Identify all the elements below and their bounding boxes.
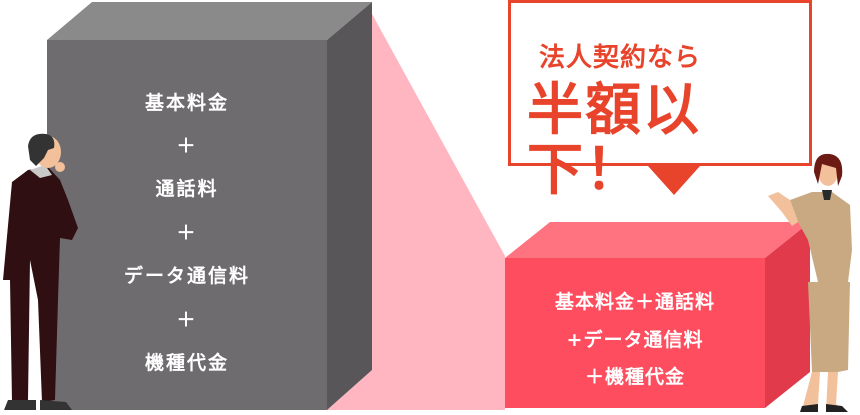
callout-box: 法人契約なら 半額以下！ (508, 0, 812, 201)
gray-box-line-data-fee: データ通信料 (123, 265, 250, 287)
gray-box-plus-2: ＋ (176, 222, 198, 244)
callout-subtitle: 法人契約なら (539, 43, 702, 73)
callout-pointer-icon (648, 166, 700, 195)
gray-box-side (327, 2, 372, 410)
gray-box-line-base-fee: 基本料金 (144, 92, 229, 114)
businessman-icon (3, 133, 78, 410)
pink-connector-shape (327, 14, 505, 410)
gray-box-line-device-fee: 機種代金 (144, 352, 229, 374)
operator-woman-icon (768, 153, 852, 412)
red-box-side (765, 222, 810, 408)
gray-box-top (47, 2, 372, 40)
red-box-line-2: +データ通信料 (566, 329, 704, 351)
red-box-front (505, 258, 765, 408)
callout-headline: 半額以下！ (527, 78, 701, 203)
red-box-top (505, 222, 810, 258)
gray-box-front (47, 40, 327, 410)
red-box-line-3: ＋機種代金 (584, 366, 685, 388)
red-box-line-1: 基本料金＋通話料 (554, 291, 715, 313)
gray-box-plus-1: ＋ (176, 135, 198, 157)
gray-box-plus-3: ＋ (176, 309, 198, 331)
gray-box-line-call-fee: 通話料 (155, 178, 219, 200)
